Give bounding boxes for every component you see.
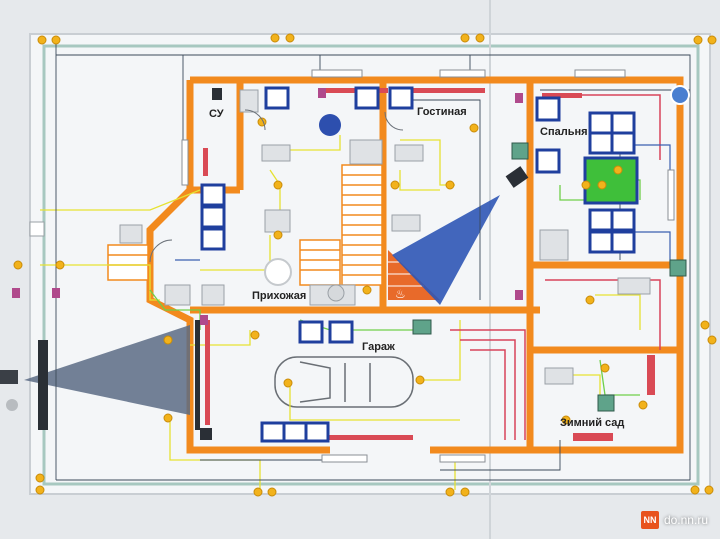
room-label-garage: Гараж [362,341,395,353]
car-outline [274,356,414,408]
camera-cone-living [392,195,500,305]
dark-devices [38,88,529,440]
radiators [203,88,655,441]
connector-blocks [12,88,523,325]
room-label-winter-garden: Зимний сад [560,417,625,429]
indicator-leds [13,33,717,497]
svg-text:♨: ♨ [395,287,406,301]
watermark: NN do.nn.ru [640,509,708,531]
watermark-logo: NN [640,511,659,529]
wiring-dark [55,40,691,481]
room-label-su: СУ [209,108,224,120]
switch-modules[interactable] [200,86,636,443]
entrance-devices [0,221,45,411]
round-devices [264,85,690,302]
wiring-red [450,94,661,440]
room-label-living: Гостиная [417,106,467,118]
bedroom-thermostat-zone [583,156,639,205]
watermark-text: do.nn.ru [663,513,708,527]
room-label-bedroom: Спальня [540,126,588,138]
doors [149,109,404,263]
sensor-modules[interactable] [412,142,687,412]
floor-heaters [181,69,675,463]
room-label-hall: Прихожая [252,290,307,302]
camera-cone-entrance [24,325,190,415]
